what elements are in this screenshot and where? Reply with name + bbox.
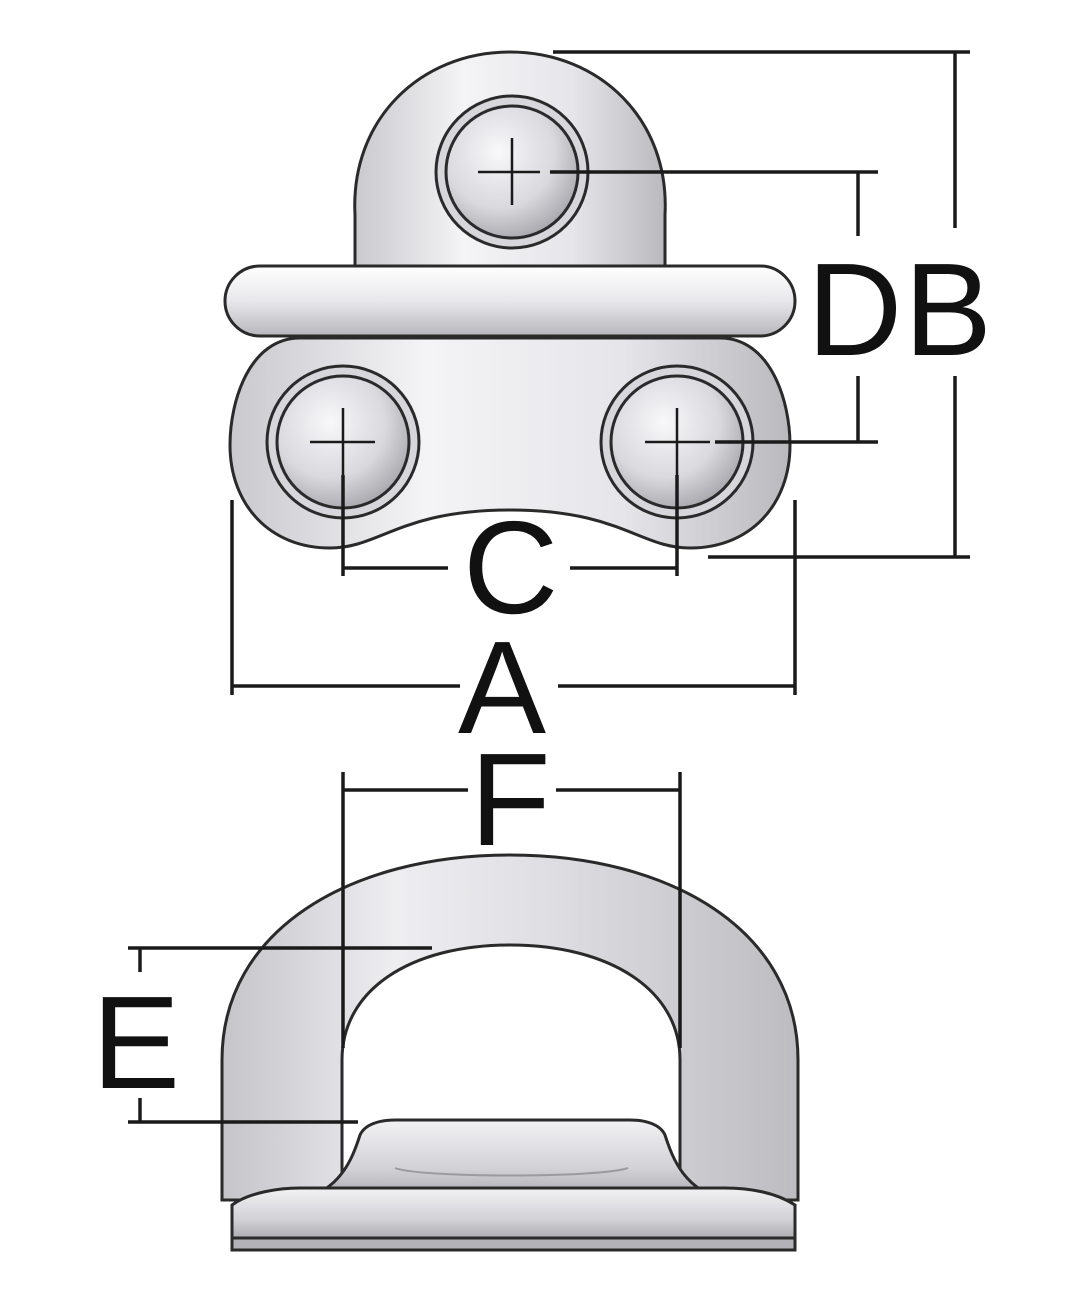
label-a: A <box>458 614 546 761</box>
boss-highlight <box>394 1167 629 1177</box>
bail-bar <box>223 264 797 338</box>
dimension-f-lines <box>341 772 682 1048</box>
label-c: C <box>463 494 558 641</box>
label-b: B <box>904 236 992 383</box>
base-boss <box>299 1118 726 1202</box>
label-e: E <box>92 969 180 1116</box>
dimension-a-lines <box>230 500 797 695</box>
label-d: D <box>807 236 902 383</box>
dimension-b-lines <box>553 50 970 559</box>
top-view <box>223 50 797 550</box>
dimension-c-lines <box>341 475 679 576</box>
dimension-e-lines <box>128 946 432 1124</box>
dimension-d-lines <box>550 170 878 444</box>
dimension-lines <box>128 50 970 1124</box>
side-view <box>220 853 800 1252</box>
center-marks <box>310 138 710 475</box>
bail-arch <box>220 853 800 1202</box>
dimension-labels: D B C A F E <box>92 236 992 1116</box>
base-flange <box>230 1186 797 1242</box>
base-bottom-edge <box>230 1236 797 1252</box>
label-f: F <box>470 726 551 873</box>
